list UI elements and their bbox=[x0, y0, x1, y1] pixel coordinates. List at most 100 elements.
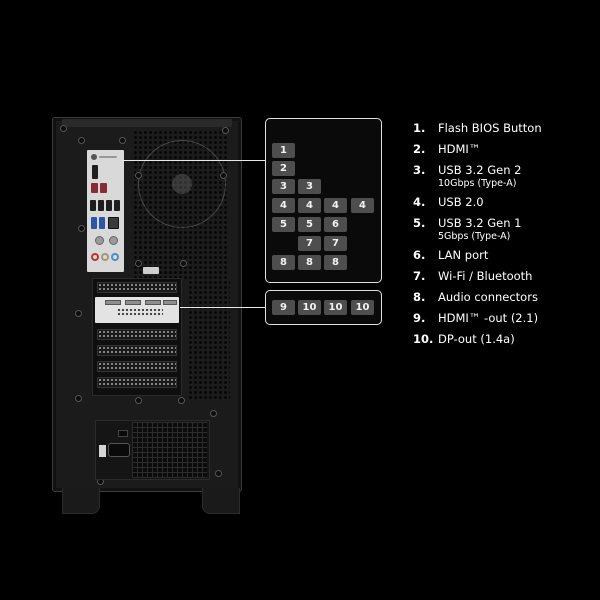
screw-icon bbox=[220, 172, 227, 179]
tag-4: 4 bbox=[324, 198, 347, 213]
tag-3: 3 bbox=[298, 179, 321, 194]
power-socket bbox=[108, 443, 130, 457]
screw-icon bbox=[135, 260, 142, 267]
usb2-port bbox=[90, 200, 96, 211]
usb2-port bbox=[98, 200, 104, 211]
slot-cover bbox=[97, 282, 177, 293]
gpu-hdmi-port bbox=[105, 300, 121, 305]
tag-7: 7 bbox=[298, 236, 321, 251]
legend-label: Flash BIOS Button bbox=[438, 121, 542, 135]
usb2-port bbox=[114, 200, 120, 211]
callout-line-io bbox=[122, 160, 265, 161]
gpu-dp-port bbox=[163, 300, 177, 305]
legend-label: USB 3.2 Gen 2 bbox=[438, 163, 522, 177]
usb-gen1-port bbox=[99, 217, 105, 229]
legend-item: 6. LAN port bbox=[413, 247, 600, 268]
screw-icon bbox=[60, 125, 67, 132]
slot-cover bbox=[97, 361, 177, 372]
tag-8: 8 bbox=[298, 255, 321, 270]
legend-label: HDMI™ bbox=[438, 142, 481, 156]
gpu-vent bbox=[117, 308, 163, 316]
legend-number: 5. bbox=[413, 216, 426, 230]
tag-8: 8 bbox=[324, 255, 347, 270]
legend-label: HDMI™ -out (2.1) bbox=[438, 311, 539, 325]
io-callout-box: 1 2 3 3 4 4 4 4 5 5 6 7 7 8 8 8 bbox=[265, 118, 382, 283]
tag-10: 10 bbox=[351, 300, 374, 315]
usb-gen1-port bbox=[91, 217, 97, 229]
screw-icon bbox=[75, 395, 82, 402]
gpu-dp-port bbox=[125, 300, 141, 305]
tag-5: 5 bbox=[298, 217, 321, 232]
case-foot-right bbox=[202, 488, 240, 514]
screw-icon bbox=[210, 410, 217, 417]
audio-jack-mic bbox=[91, 253, 99, 261]
audio-jack-line-out bbox=[101, 253, 109, 261]
legend-item: 3. USB 3.2 Gen 2 10Gbps (Type-A) bbox=[413, 162, 600, 194]
tag-4: 4 bbox=[298, 198, 321, 213]
fan-icon bbox=[138, 140, 226, 228]
screw-icon bbox=[222, 127, 229, 134]
legend-label: LAN port bbox=[438, 248, 489, 262]
legend-number: 1. bbox=[413, 121, 426, 135]
tag-6: 6 bbox=[324, 217, 347, 232]
legend-number: 7. bbox=[413, 269, 426, 283]
legend-number: 3. bbox=[413, 163, 426, 177]
screw-icon bbox=[75, 310, 82, 317]
screw-icon bbox=[178, 397, 185, 404]
legend-item: 5. USB 3.2 Gen 1 5Gbps (Type-A) bbox=[413, 215, 600, 247]
gpu-dp-port bbox=[145, 300, 161, 305]
slot-cover bbox=[97, 377, 177, 388]
psu-vent bbox=[132, 422, 207, 478]
tag-4: 4 bbox=[272, 198, 295, 213]
hdmi-port bbox=[92, 165, 98, 179]
legend-item: 8. Audio connectors bbox=[413, 289, 600, 310]
lan-port bbox=[108, 217, 119, 229]
screw-icon bbox=[135, 397, 142, 404]
legend-number: 2. bbox=[413, 142, 426, 156]
tag-7: 7 bbox=[324, 236, 347, 251]
side-vent-mesh bbox=[188, 280, 230, 400]
io-logo bbox=[99, 156, 117, 158]
legend-item: 7. Wi-Fi / Bluetooth bbox=[413, 268, 600, 289]
graphics-card-bracket bbox=[95, 297, 179, 323]
screw-icon bbox=[78, 137, 85, 144]
legend-number: 10. bbox=[413, 332, 434, 346]
screw-icon bbox=[215, 470, 222, 477]
tag-4: 4 bbox=[351, 198, 374, 213]
legend-sublabel: 5Gbps (Type-A) bbox=[438, 231, 511, 242]
screw-icon bbox=[180, 260, 187, 267]
audio-jack-line-in bbox=[111, 253, 119, 261]
legend-sublabel: 10Gbps (Type-A) bbox=[438, 178, 517, 189]
case-foot-left bbox=[62, 488, 100, 514]
tag-10: 10 bbox=[298, 300, 321, 315]
legend-label: USB 2.0 bbox=[438, 195, 484, 209]
power-switch bbox=[118, 430, 128, 437]
fan-hub bbox=[172, 174, 192, 194]
psu-label-sticker bbox=[99, 445, 106, 457]
legend-label: DP-out (1.4a) bbox=[438, 332, 515, 346]
legend-label: Wi-Fi / Bluetooth bbox=[438, 269, 533, 283]
tag-2: 2 bbox=[272, 161, 295, 176]
port-legend: 1. Flash BIOS Button 2. HDMI™ 3. USB 3.2… bbox=[413, 120, 600, 352]
legend-number: 6. bbox=[413, 248, 426, 262]
tag-9: 9 bbox=[272, 300, 295, 315]
legend-item: 1. Flash BIOS Button bbox=[413, 120, 600, 141]
screw-icon bbox=[135, 172, 142, 179]
slot-cover bbox=[97, 329, 177, 340]
usb-gen2-port bbox=[91, 183, 98, 193]
tag-8: 8 bbox=[272, 255, 295, 270]
io-shield bbox=[87, 150, 124, 272]
usb2-port bbox=[106, 200, 112, 211]
wifi-antenna-connector bbox=[95, 236, 104, 245]
legend-number: 9. bbox=[413, 311, 426, 325]
case-top-rail bbox=[62, 119, 232, 127]
legend-item: 10. DP-out (1.4a) bbox=[413, 331, 600, 352]
slot-cover bbox=[97, 345, 177, 356]
screw-icon bbox=[119, 137, 126, 144]
tag-5: 5 bbox=[272, 217, 295, 232]
flash-bios-button bbox=[91, 154, 97, 160]
callout-line-gpu bbox=[180, 307, 265, 308]
tag-1: 1 bbox=[272, 143, 295, 158]
tag-3: 3 bbox=[272, 179, 295, 194]
case-label-sticker bbox=[143, 267, 159, 274]
